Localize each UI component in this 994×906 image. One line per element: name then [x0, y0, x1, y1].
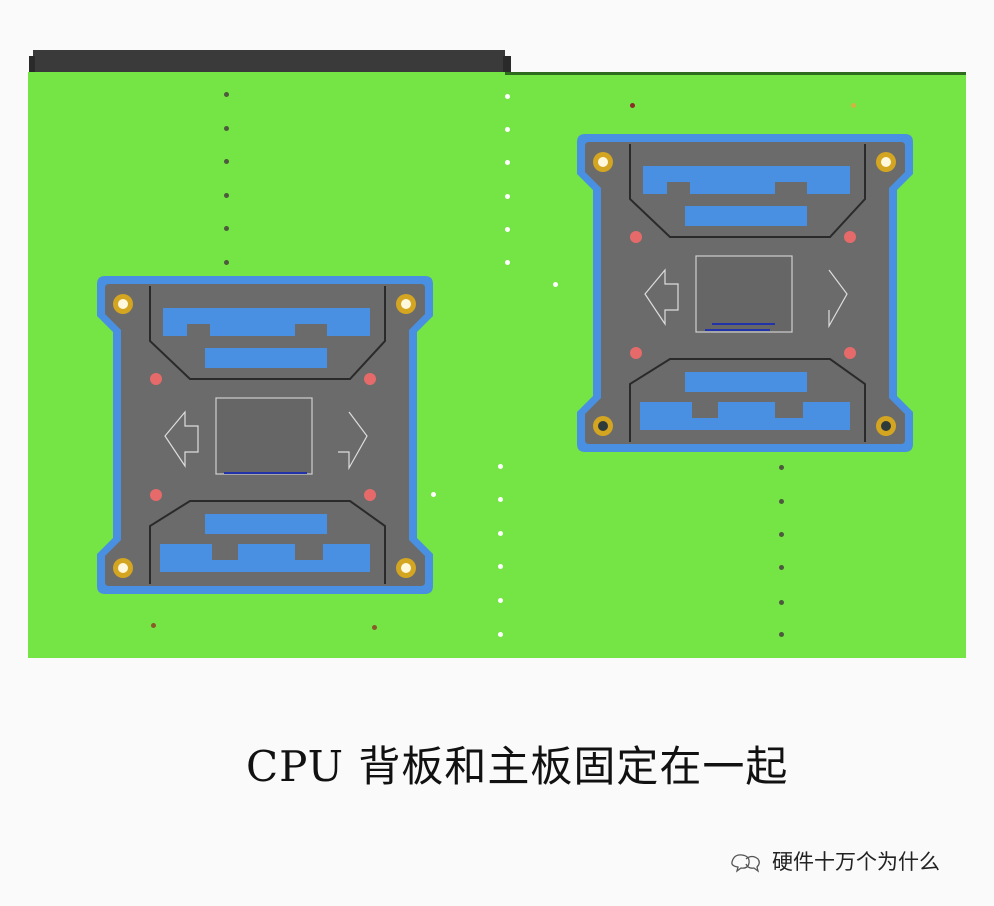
cpu-backplate-left [95, 276, 435, 596]
watermark-text: 硬件十万个为什么 [772, 850, 940, 874]
screw-icon [113, 294, 416, 578]
figure-caption: CPU 背板和主板固定在一起 [246, 742, 789, 791]
via-dot [630, 103, 635, 108]
cpu-backplate-right [575, 134, 915, 454]
wechat-icon [731, 854, 760, 873]
via-dot [151, 623, 156, 628]
via-dot [851, 103, 856, 108]
via-dot [372, 625, 377, 630]
watermark: 硬件十万个为什么 [728, 846, 940, 876]
io-bracket [29, 50, 511, 74]
pcb-edge [505, 72, 966, 75]
screw-icon [593, 152, 896, 436]
